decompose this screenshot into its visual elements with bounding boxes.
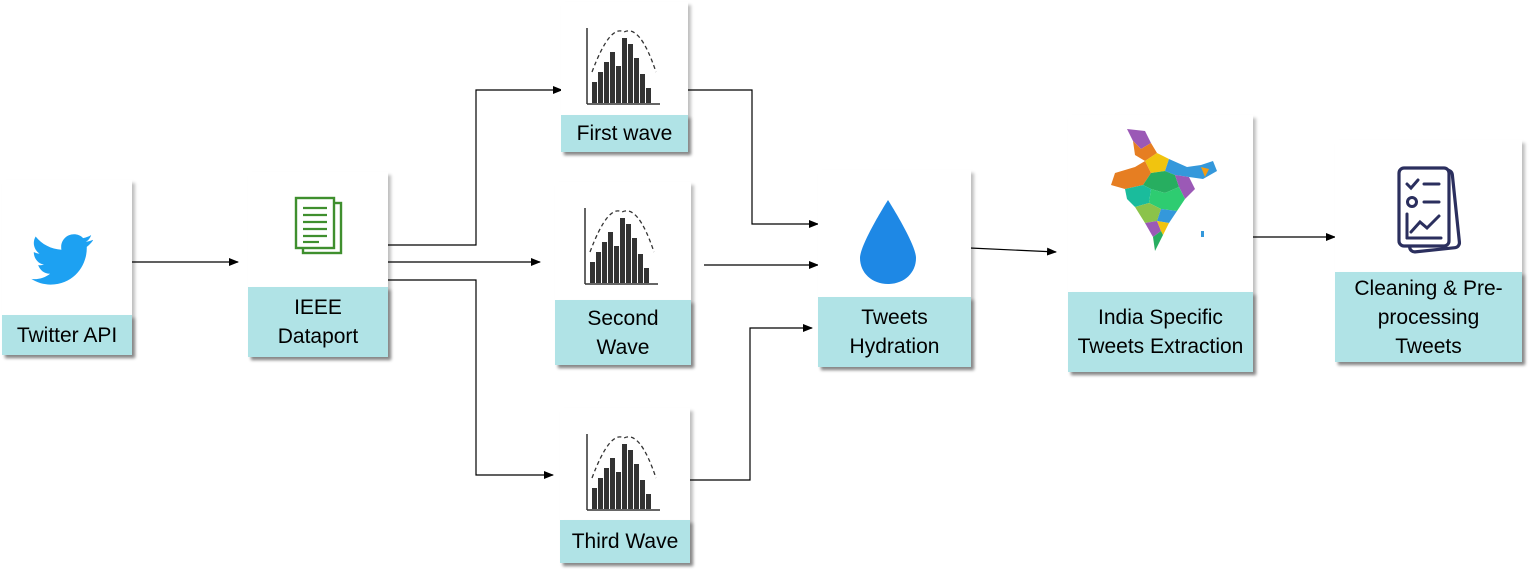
report-checklist-icon <box>1397 166 1462 254</box>
histogram-icon <box>586 434 660 511</box>
water-drop-icon <box>860 200 916 284</box>
edge-ieee-third <box>388 279 554 479</box>
cleaning-preprocessing-label: Cleaning & Pre- processing Tweets <box>1335 272 1522 362</box>
third-wave-label: Third Wave <box>560 520 690 563</box>
edge-ieee-first <box>388 86 563 246</box>
edge-third-hydration <box>690 324 813 481</box>
first-wave-label: First wave <box>561 115 688 152</box>
histogram-icon <box>586 28 660 105</box>
twitter-bird-icon <box>31 234 93 285</box>
twitter-api-label: Twitter API <box>2 315 132 355</box>
second-wave-label: Second Wave <box>555 300 691 365</box>
india-extraction-label: India Specific Tweets Extraction <box>1068 292 1253 372</box>
tweets-hydration-label: Tweets Hydration <box>818 297 971 367</box>
histogram-icon <box>584 208 658 285</box>
document-icon <box>294 196 343 255</box>
ieee-dataport-label: IEEE Dataport <box>248 287 388 357</box>
edge-first-hydration <box>688 89 819 228</box>
edge-hydration-india <box>969 247 1057 256</box>
india-map-icon <box>1111 129 1217 251</box>
